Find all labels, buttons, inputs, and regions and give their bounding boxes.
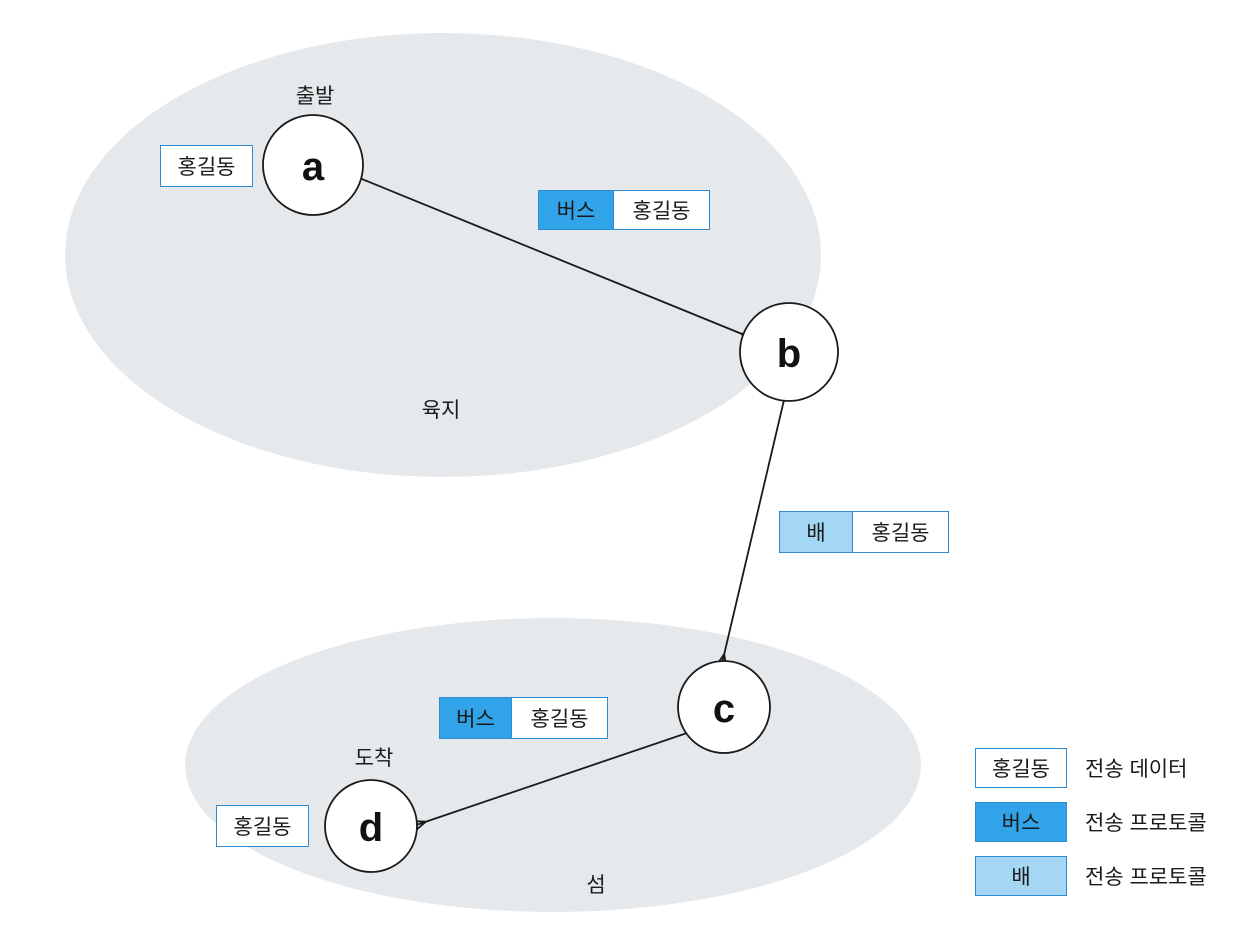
legend-label-data: 전송 데이터 [1085, 758, 1188, 781]
packet-c-d: 버스 홍길동 [439, 697, 608, 739]
legend-swatch-data: 홍길동 [975, 748, 1067, 788]
node-b-letter: b [776, 332, 802, 376]
data-box-at-d: 홍길동 [216, 805, 309, 847]
legend-row-ship: 배 전송 프로토콜 [975, 856, 1237, 896]
packet-a-b: 버스 홍길동 [538, 190, 710, 230]
region-land [65, 33, 821, 477]
legend-label-bus: 전송 프로토콜 [1085, 812, 1207, 835]
node-d-circle[interactable] [324, 779, 418, 873]
node-d-letter: d [358, 806, 384, 850]
node-a-caption: 출발 [295, 85, 335, 108]
node-c-circle[interactable] [677, 660, 771, 754]
node-a-letter: a [301, 145, 325, 189]
legend-swatch-ship: 배 [975, 856, 1067, 896]
edge-c-d [425, 732, 688, 822]
packet-a-b-data: 홍길동 [614, 191, 709, 229]
legend-label-ship: 전송 프로토콜 [1085, 866, 1207, 889]
legend-swatch-bus: 버스 [975, 802, 1067, 842]
region-island [185, 618, 921, 912]
legend-row-data: 홍길동 전송 데이터 [975, 748, 1237, 788]
edge-b-c [724, 399, 785, 655]
node-a-circle[interactable] [262, 114, 364, 216]
packet-c-d-data: 홍길동 [512, 698, 607, 738]
node-c-letter: c [712, 687, 736, 731]
node-b-circle[interactable] [739, 302, 839, 402]
packet-c-d-protocol: 버스 [440, 698, 512, 738]
node-d-caption: 도착 [354, 747, 394, 770]
legend: 홍길동 전송 데이터 버스 전송 프로토콜 배 전송 프로토콜 [975, 748, 1237, 910]
edge-a-b [356, 176, 742, 334]
region-land-label: 육지 [421, 399, 461, 422]
packet-b-c-protocol: 배 [780, 512, 853, 552]
data-box-at-a: 홍길동 [160, 145, 253, 187]
packet-b-c: 배 홍길동 [779, 511, 949, 553]
packet-a-b-protocol: 버스 [539, 191, 614, 229]
legend-row-bus: 버스 전송 프로토콜 [975, 802, 1237, 842]
packet-b-c-data: 홍길동 [853, 512, 948, 552]
region-island-label: 섬 [586, 874, 606, 897]
